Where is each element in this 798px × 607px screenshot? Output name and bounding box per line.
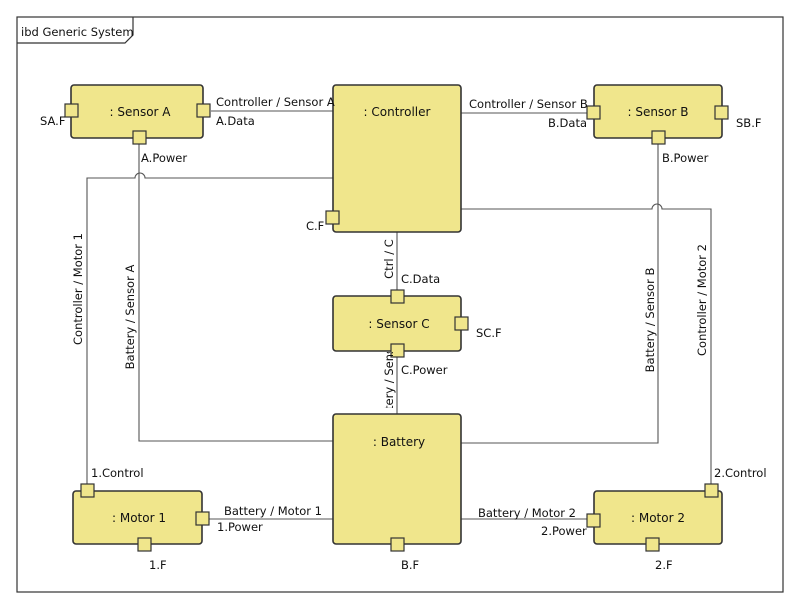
- port-sc-f[interactable]: [454, 316, 469, 331]
- port-c-data[interactable]: [390, 289, 405, 304]
- port-label-sb-f: SB.F: [736, 116, 761, 130]
- port-b-f[interactable]: [390, 537, 405, 552]
- connector-label-controller-motor1: Controller / Motor 1: [71, 233, 85, 345]
- port-label-c-data: C.Data: [401, 272, 440, 286]
- connector-label-battery-sensor-b: Battery / Sensor B: [643, 268, 657, 373]
- port-label-2-f: 2.F: [655, 558, 673, 572]
- port-label-c-power: C.Power: [401, 363, 448, 377]
- block-sensor-a-name: : Sensor A: [109, 105, 171, 119]
- port-label-a-power: A.Power: [141, 151, 187, 165]
- block-controller[interactable]: : Controller: [332, 84, 462, 233]
- block-sensor-b-name: : Sensor B: [627, 105, 688, 119]
- port-a-data[interactable]: [196, 103, 211, 118]
- block-motor1-name: : Motor 1: [112, 511, 166, 525]
- connector-line-battery-sensor-b[interactable]: [461, 142, 659, 444]
- connector-line-controller-motor2[interactable]: [461, 203, 712, 484]
- port-label-sa-f: SA.F: [40, 114, 65, 128]
- block-sensor-a[interactable]: : Sensor A: [70, 84, 204, 139]
- port-label-a-data: A.Data: [216, 114, 255, 128]
- port-labels: SA.F A.Data A.Power B.Data SB.F B.Power …: [40, 114, 767, 572]
- port-c-f[interactable]: [325, 210, 340, 225]
- port-a-power[interactable]: [132, 130, 147, 145]
- block-sensor-b[interactable]: : Sensor B: [593, 84, 723, 139]
- connectors: [86, 110, 712, 520]
- port-label-2-power: 2.Power: [541, 524, 587, 538]
- connector-label-battery-motor2: Battery / Motor 2: [478, 506, 576, 520]
- port-b-power[interactable]: [651, 130, 666, 145]
- connector-label-ctrl-sensor-b: Controller / Sensor B: [469, 97, 588, 111]
- port-label-1-f: 1.F: [149, 558, 167, 572]
- block-motor1[interactable]: : Motor 1: [72, 490, 203, 545]
- port-sa-f[interactable]: [64, 103, 79, 118]
- connector-label-ctrl-c: Ctrl / C: [382, 239, 396, 279]
- connector-label-ctrl-sensor-a: Controller / Sensor A: [216, 95, 335, 109]
- port-label-b-f: B.F: [401, 558, 419, 572]
- port-1-control[interactable]: [80, 483, 95, 498]
- frame-title: ibd Generic System: [21, 25, 134, 39]
- port-2-f[interactable]: [645, 537, 660, 552]
- port-label-1-power: 1.Power: [217, 520, 263, 534]
- connector-label-battery-sensor-a: Battery / Sensor A: [123, 265, 137, 370]
- block-motor2-name: : Motor 2: [631, 511, 685, 525]
- block-battery-name: : Battery: [373, 435, 425, 449]
- block-motor2[interactable]: : Motor 2: [593, 490, 723, 545]
- connector-label-controller-motor2: Controller / Motor 2: [695, 244, 709, 356]
- frame-title-tab: [17, 17, 134, 44]
- port-c-power[interactable]: [390, 343, 405, 358]
- port-label-1-control: 1.Control: [91, 466, 144, 480]
- connector-labels: Controller / Sensor A Controller / Senso…: [71, 95, 709, 520]
- connector-label-battery-sensor-c: Battery / Sensor C: [382, 325, 396, 430]
- port-label-b-data: B.Data: [548, 116, 587, 130]
- port-label-c-f: C.F: [306, 219, 324, 233]
- port-1-f[interactable]: [137, 537, 152, 552]
- block-sensor-c[interactable]: : Sensor C: [332, 295, 462, 352]
- connector-line-battery-sensor-a[interactable]: [138, 142, 333, 442]
- port-sb-f[interactable]: [714, 105, 729, 120]
- port-2-control[interactable]: [704, 483, 719, 498]
- connector-label-battery-motor1: Battery / Motor 1: [224, 504, 322, 518]
- port-2-power[interactable]: [586, 513, 601, 528]
- port-label-sc-f: SC.F: [476, 326, 502, 340]
- port-label-b-power: B.Power: [662, 151, 709, 165]
- port-1-power[interactable]: [195, 511, 210, 526]
- block-controller-name: : Controller: [364, 105, 431, 119]
- ports: [64, 103, 729, 552]
- block-battery[interactable]: : Battery: [332, 413, 462, 545]
- port-label-2-control: 2.Control: [714, 466, 767, 480]
- block-sensor-c-name: : Sensor C: [368, 317, 429, 331]
- diagram-frame: [16, 16, 784, 593]
- port-b-data[interactable]: [586, 105, 601, 120]
